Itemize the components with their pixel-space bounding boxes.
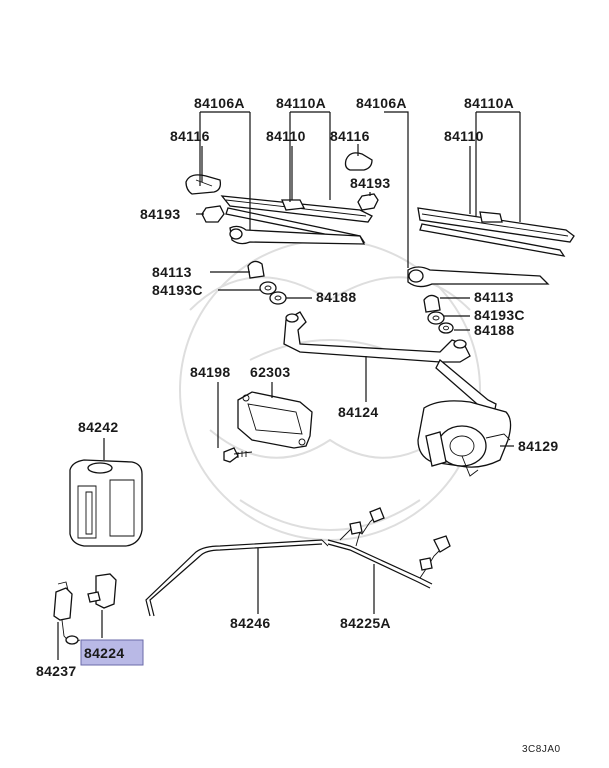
right-washer-84193C[interactable]	[427, 311, 445, 325]
right-seal-84188[interactable]	[438, 322, 454, 334]
wiper-link-84124[interactable]	[283, 311, 497, 415]
wiper-motor-84129[interactable]	[417, 400, 512, 477]
right-wiper-blade[interactable]	[417, 207, 575, 257]
label-84193-top[interactable]: 84193	[350, 175, 390, 191]
left-arm-cap[interactable]	[185, 174, 222, 195]
label-84242[interactable]: 84242	[78, 419, 118, 435]
left-seal-84188[interactable]	[269, 291, 287, 305]
label-84198[interactable]: 84198	[190, 364, 230, 380]
label-84193C-right[interactable]: 84193C	[474, 307, 525, 323]
wiring-harness-84225A[interactable]	[327, 507, 451, 589]
label-84193-left[interactable]: 84193	[140, 206, 180, 222]
label-84110-left[interactable]: 84110	[266, 128, 306, 144]
motor-gasket-62303[interactable]	[237, 391, 313, 449]
right-pivot-cap-84113[interactable]	[423, 294, 441, 313]
label-84106A-right[interactable]: 84106A	[356, 95, 407, 111]
label-84113-left[interactable]: 84113	[152, 264, 192, 280]
label-84129[interactable]: 84129	[518, 438, 558, 454]
label-84124[interactable]: 84124	[338, 404, 378, 420]
label-84225A[interactable]: 84225A	[340, 615, 391, 631]
label-84116-right[interactable]: 84116	[330, 128, 370, 144]
right-arm-cap[interactable]	[344, 152, 373, 171]
label-84188-left[interactable]: 84188	[316, 289, 356, 305]
diagram-code: 3C8JA0	[522, 744, 561, 755]
level-switch-84237[interactable]	[53, 581, 81, 645]
label-84224[interactable]: 84224	[84, 645, 124, 661]
right-pivot-nut[interactable]	[357, 193, 379, 211]
washer-pump-84224[interactable]	[87, 573, 117, 609]
label-84188-right[interactable]: 84188	[474, 322, 514, 338]
label-84110-right[interactable]: 84110	[444, 128, 484, 144]
label-84110A-left[interactable]: 84110A	[276, 95, 326, 111]
left-wiper-arm[interactable]	[229, 225, 366, 245]
label-62303[interactable]: 62303	[250, 364, 290, 380]
label-84246[interactable]: 84246	[230, 615, 270, 631]
left-washer-84193C[interactable]	[259, 281, 277, 295]
washer-tank-84242[interactable]	[69, 459, 143, 547]
label-84106A-left[interactable]: 84106A	[194, 95, 245, 111]
left-wiper-blade[interactable]	[220, 195, 373, 243]
label-84116-left[interactable]: 84116	[170, 128, 210, 144]
label-84113-right[interactable]: 84113	[474, 289, 514, 305]
washer-hose-84246[interactable]	[145, 539, 329, 617]
left-pivot-cap-84113[interactable]	[247, 260, 265, 279]
label-84110A-right[interactable]: 84110A	[464, 95, 514, 111]
highlight-84224	[80, 639, 144, 666]
left-pivot-nut[interactable]	[201, 205, 225, 223]
label-84193C-left[interactable]: 84193C	[152, 282, 203, 298]
mounting-bolt-84198[interactable]	[223, 447, 253, 463]
watermark-emblem	[179, 239, 481, 541]
leader-lines	[57, 111, 521, 660]
label-84237[interactable]: 84237	[36, 663, 76, 679]
right-wiper-arm[interactable]	[407, 266, 550, 288]
